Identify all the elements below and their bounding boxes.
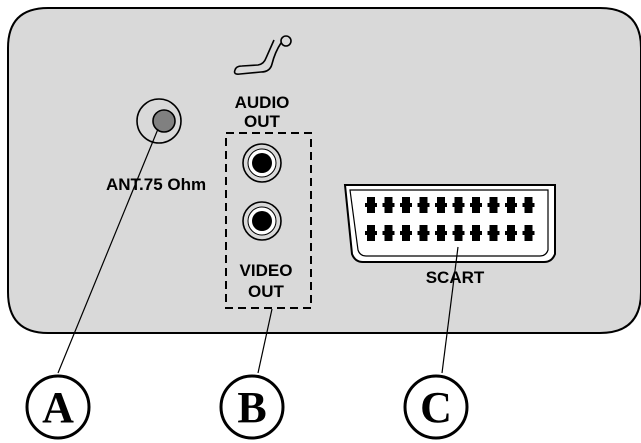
scart-pin-notch <box>505 231 517 235</box>
scart-pin-notch <box>470 231 482 235</box>
callout-c: C <box>403 374 469 440</box>
scart-pin-notch <box>435 203 447 207</box>
scart-pin-notch <box>452 231 465 235</box>
scart-pin-notch <box>522 203 535 207</box>
scart-pin-notch <box>470 203 482 207</box>
scart-pin-notch <box>400 203 412 207</box>
av-output-group <box>225 132 312 309</box>
scart-pin-notch <box>382 203 395 207</box>
video-out-jack <box>242 201 282 241</box>
leader-line-c <box>441 246 459 374</box>
scart-pin-notch <box>452 203 465 207</box>
scart-pin-notch <box>417 231 430 235</box>
scart-pin-notch <box>365 231 377 235</box>
callout-a: A <box>25 374 91 440</box>
scart-pin-notch <box>522 231 535 235</box>
callout-c-letter: C <box>420 383 452 432</box>
scart-pin-notch <box>382 231 395 235</box>
scart-pin-notch <box>487 231 500 235</box>
video-out-label-line1: VIDEO <box>240 261 293 280</box>
scart-pin-notch <box>505 203 517 207</box>
audio-out-label-line2: OUT <box>244 112 281 131</box>
audio-out-label-line1: AUDIO <box>235 93 290 112</box>
scart-connector-icon <box>343 184 556 263</box>
scart-pin-notch <box>487 203 500 207</box>
antenna-label: ANT.75 Ohm <box>106 175 206 194</box>
rear-panel <box>7 7 641 334</box>
scart-pin-notch <box>435 231 447 235</box>
scart-pin-notch <box>417 203 430 207</box>
antenna-jack-icon <box>136 98 182 144</box>
leader-line-b <box>257 308 273 374</box>
callout-b: B <box>219 374 285 440</box>
callout-a-letter: A <box>42 383 74 432</box>
video-out-label-line2: OUT <box>248 282 285 301</box>
callout-b-letter: B <box>237 383 266 432</box>
leader-line-a <box>57 128 159 374</box>
audio-cable-icon <box>233 35 292 75</box>
scart-pin-notch <box>400 231 412 235</box>
scart-label: SCART <box>426 268 485 287</box>
audio-out-jack <box>242 143 282 183</box>
scart-pin-notch <box>365 203 377 207</box>
